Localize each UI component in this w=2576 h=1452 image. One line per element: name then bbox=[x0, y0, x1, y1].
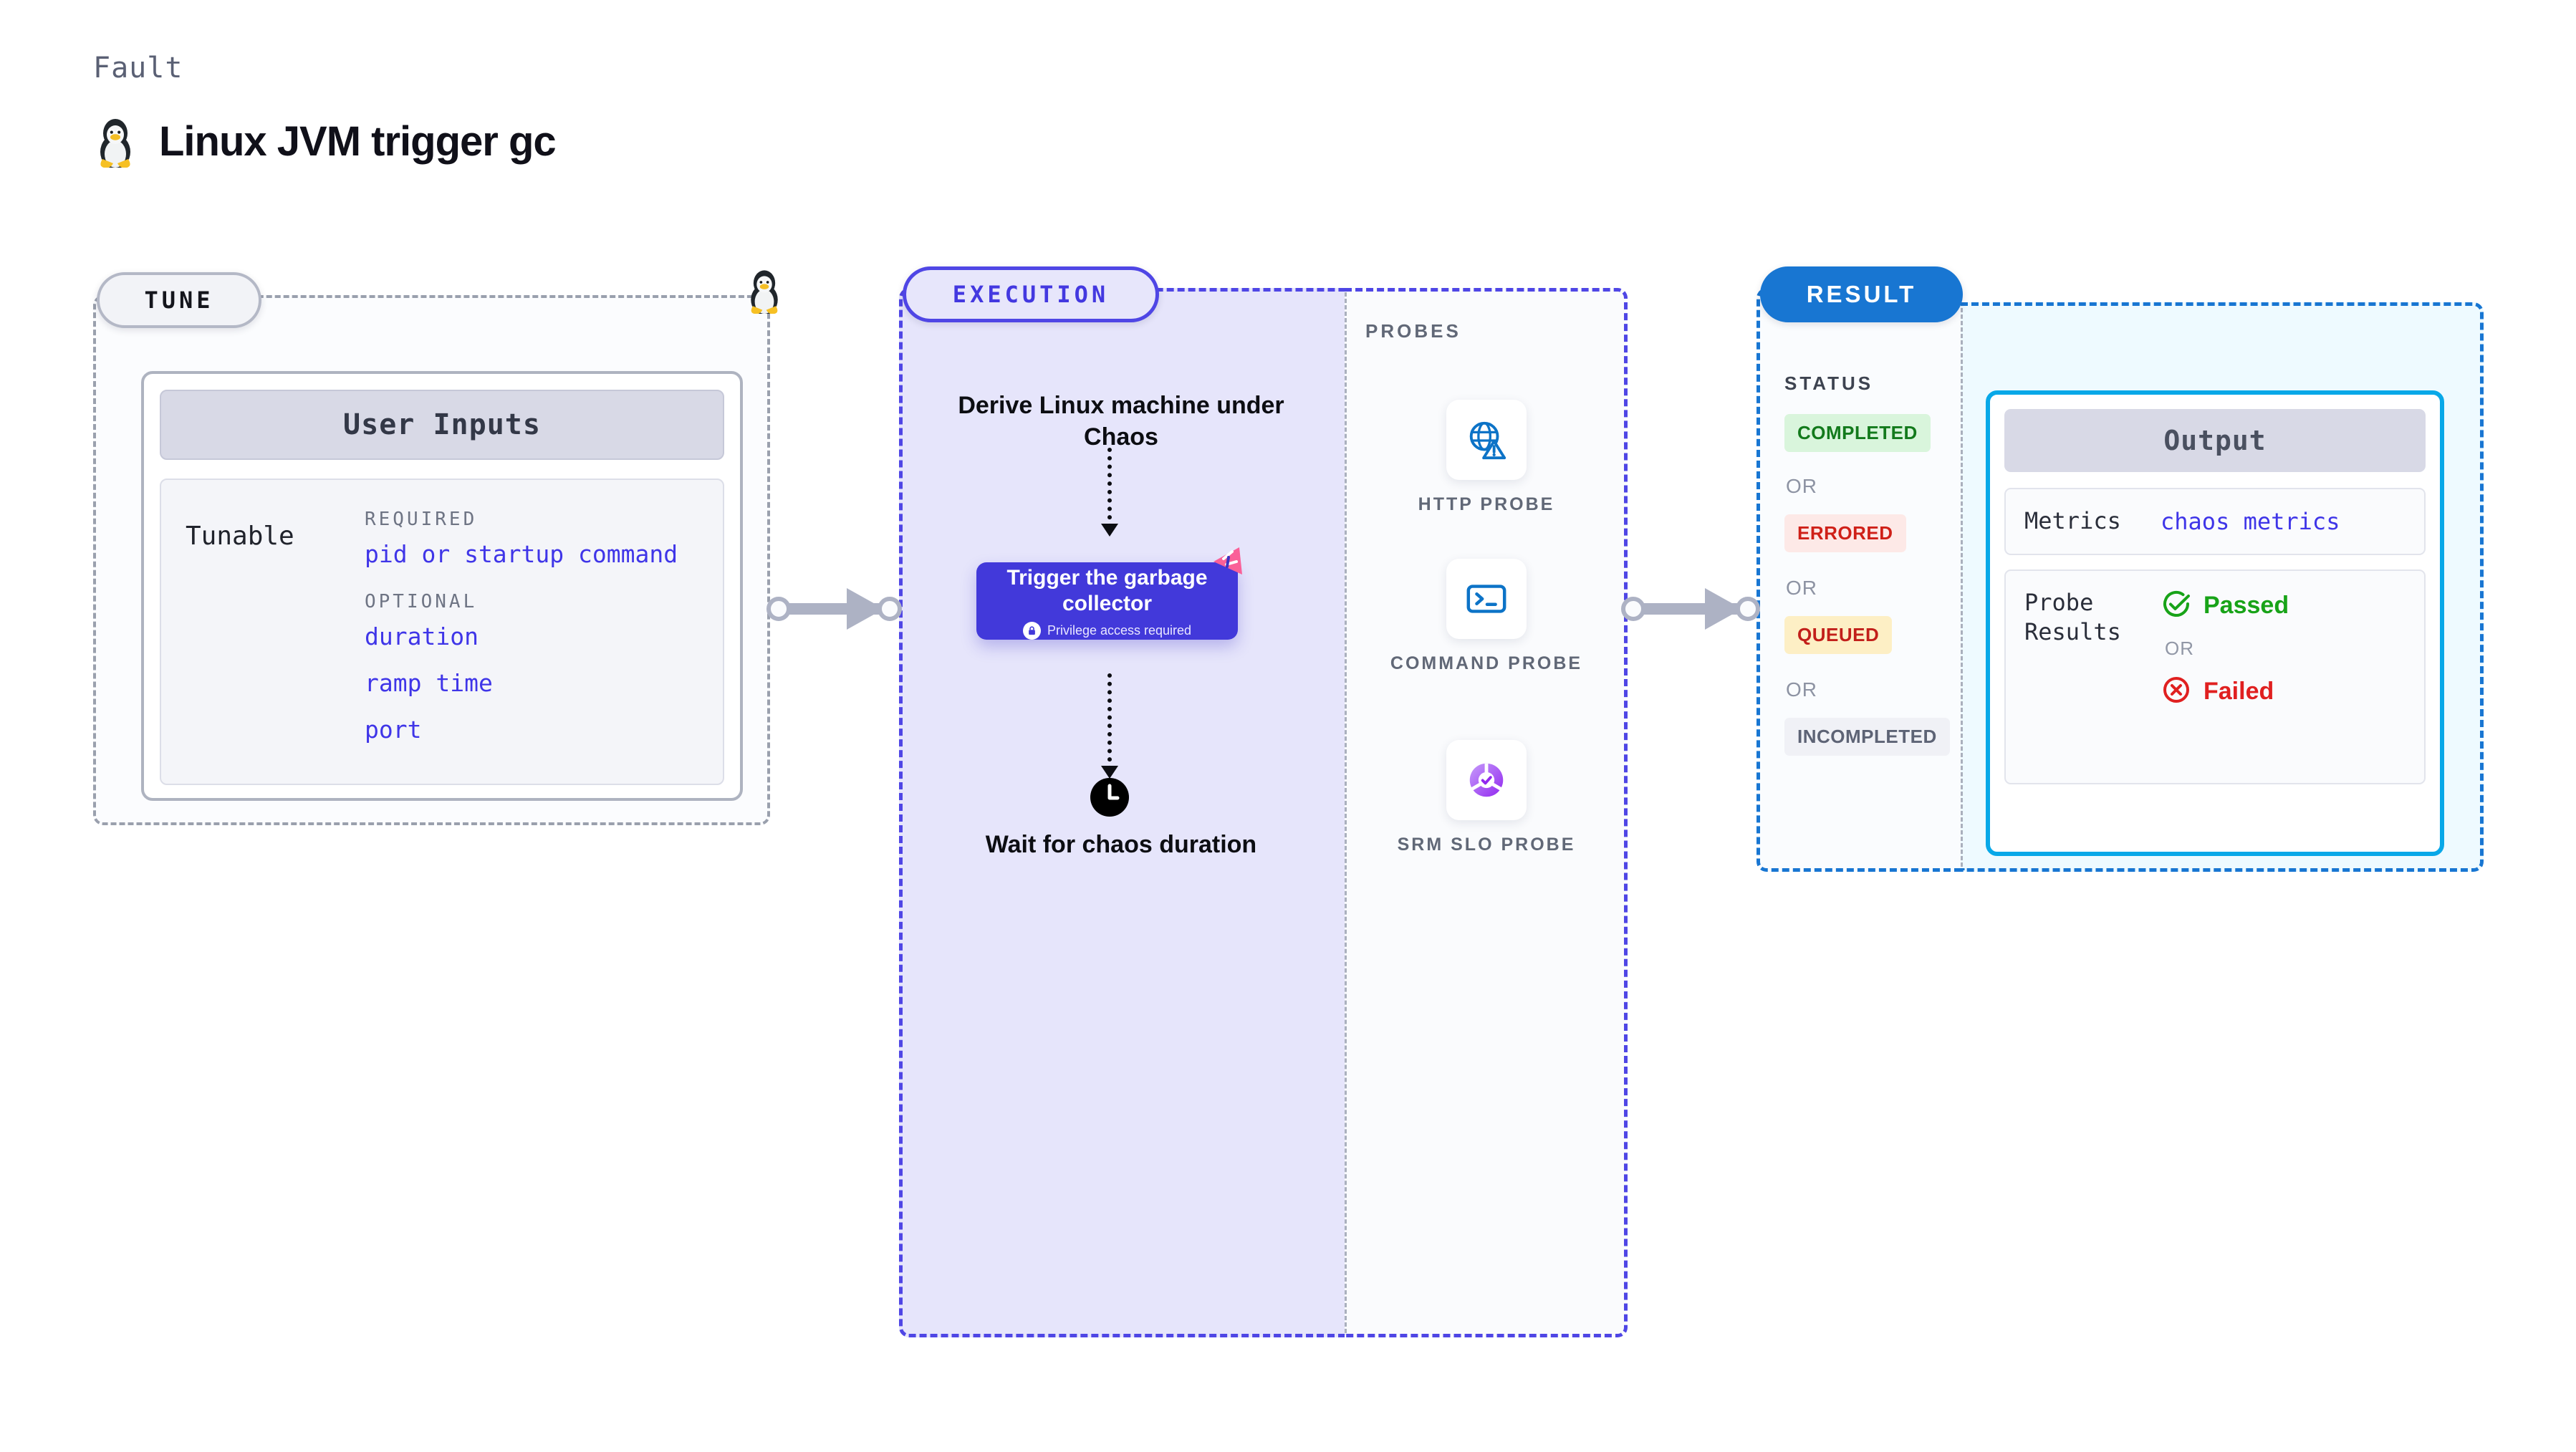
tunable-item-duration[interactable]: duration bbox=[365, 622, 479, 650]
probe-command[interactable]: COMMAND PROBE bbox=[1386, 559, 1587, 675]
tunable-section: Tunable REQUIRED pid or startup command … bbox=[160, 479, 724, 785]
tunable-row-label: Tunable bbox=[186, 521, 294, 551]
probe-command-label: COMMAND PROBE bbox=[1390, 653, 1583, 673]
output-row-metrics: Metrics chaos metrics bbox=[2004, 488, 2426, 555]
output-row-probe-results: Probe Results Passed OR bbox=[2004, 569, 2426, 784]
privilege-note-text: Privilege access required bbox=[1047, 622, 1192, 638]
probes-divider bbox=[1345, 292, 1347, 1333]
tune-to-execution-arrow bbox=[766, 588, 903, 630]
chaos-flag-icon bbox=[1208, 543, 1245, 584]
probe-result-or: OR bbox=[2165, 637, 2194, 659]
page-kicker: Fault bbox=[93, 52, 183, 85]
status-label: STATUS bbox=[1784, 372, 1874, 394]
output-probe-key: Probe Results bbox=[2024, 588, 2121, 646]
privilege-note: Privilege access required bbox=[1022, 621, 1192, 640]
execution-to-result-arrow bbox=[1621, 588, 1762, 630]
output-metrics-value[interactable]: chaos metrics bbox=[2161, 508, 2340, 535]
terminal-icon bbox=[1446, 559, 1527, 639]
status-badge-completed: COMPLETED bbox=[1784, 414, 1931, 452]
output-title: Output bbox=[2004, 409, 2426, 472]
probe-result-failed: Failed bbox=[2161, 674, 2289, 709]
flow-arrow-down-1 bbox=[1101, 448, 1118, 537]
check-circle-icon bbox=[2161, 588, 2192, 623]
tux-penguin-icon bbox=[93, 115, 138, 168]
status-badge-queued: QUEUED bbox=[1784, 616, 1893, 654]
status-or-3: OR bbox=[1786, 678, 1817, 701]
status-badge-errored: ERRORED bbox=[1784, 514, 1906, 552]
probe-srm-slo[interactable]: SRM SLO PROBE bbox=[1386, 740, 1587, 857]
probe-http[interactable]: HTTP PROBE bbox=[1386, 400, 1587, 516]
tunable-item-ramp-time[interactable]: ramp time bbox=[365, 669, 493, 697]
status-panel bbox=[1756, 288, 1961, 872]
probe-result-passed-label: Passed bbox=[2203, 591, 2289, 619]
status-divider bbox=[1961, 308, 1963, 867]
clock-icon bbox=[1090, 777, 1130, 821]
user-inputs-card: User Inputs Tunable REQUIRED pid or star… bbox=[141, 371, 743, 801]
x-circle-icon bbox=[2161, 674, 2192, 709]
required-group-label: REQUIRED bbox=[365, 509, 478, 530]
user-inputs-title: User Inputs bbox=[160, 390, 724, 460]
page-title: Linux JVM trigger gc bbox=[159, 117, 557, 165]
stage-pill-execution[interactable]: EXECUTION bbox=[903, 266, 1159, 322]
probe-result-failed-label: Failed bbox=[2203, 677, 2274, 705]
page-title-row: Linux JVM trigger gc bbox=[93, 115, 557, 168]
probes-label: PROBES bbox=[1365, 320, 1461, 342]
flow-arrow-down-2 bbox=[1101, 673, 1118, 779]
output-metrics-key: Metrics bbox=[2024, 507, 2121, 534]
chaos-action-title: Trigger the garbage collector bbox=[1006, 566, 1208, 615]
status-or-1: OR bbox=[1786, 475, 1817, 497]
probe-srm-slo-label: SRM SLO PROBE bbox=[1397, 835, 1576, 855]
tux-penguin-icon bbox=[744, 266, 785, 317]
status-badge-incompleted: INCOMPLETED bbox=[1784, 718, 1950, 756]
slo-donut-check-icon bbox=[1446, 740, 1527, 820]
chaos-action-card[interactable]: Trigger the garbage collector Privilege … bbox=[976, 562, 1238, 640]
optional-group-label: OPTIONAL bbox=[365, 591, 478, 612]
stage-pill-result[interactable]: RESULT bbox=[1760, 266, 1963, 322]
tunable-item-pid[interactable]: pid or startup command bbox=[365, 540, 678, 568]
output-card: Output Metrics chaos metrics Probe Resul… bbox=[1986, 390, 2444, 856]
probe-http-label: HTTP PROBE bbox=[1418, 494, 1555, 514]
execution-step-wait: Wait for chaos duration bbox=[985, 831, 1257, 858]
status-or-2: OR bbox=[1786, 577, 1817, 599]
probe-result-passed: Passed bbox=[2161, 588, 2289, 623]
tunable-item-port[interactable]: port bbox=[365, 716, 422, 744]
lock-icon bbox=[1022, 621, 1041, 640]
execution-step-derive: Derive Linux machine under Chaos bbox=[958, 392, 1284, 451]
globe-warning-icon bbox=[1446, 400, 1527, 480]
stage-pill-tune[interactable]: TUNE bbox=[97, 272, 261, 328]
